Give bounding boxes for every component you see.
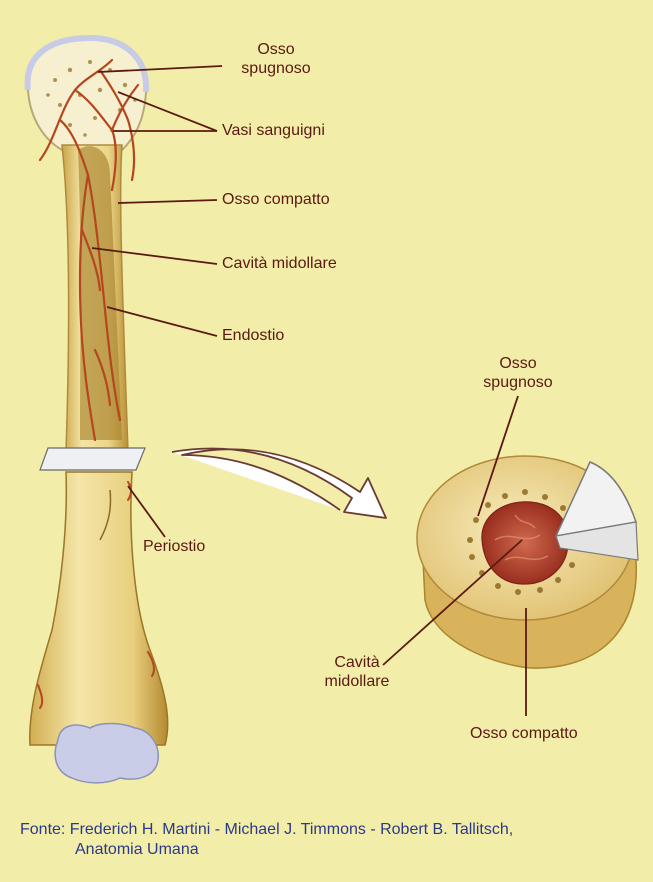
- leader-lines: [91, 65, 527, 716]
- zoom-arrow: [171, 447, 387, 519]
- label-periostio: Periostio: [143, 538, 206, 555]
- leader-cavita-midollare-bottom: [382, 539, 523, 666]
- label-osso-spugnoso-right-line2: spugnoso: [483, 374, 553, 391]
- label-cavita-midollare-bottom: Cavità midollare: [312, 653, 402, 691]
- label-osso-compatto-bottom: Osso compatto: [470, 725, 578, 742]
- leader-cavita-midollare-top: [91, 247, 218, 265]
- caption-line1: Fonte: Frederich H. Martini - Michael J.…: [20, 821, 514, 838]
- bone-cross-section: [416, 455, 639, 669]
- leader-osso-compatto-top: [117, 199, 218, 204]
- label-vasi-sanguigni: Vasi sanguigni: [222, 122, 325, 139]
- label-osso-spugnoso-right: Osso spugnoso: [480, 354, 556, 392]
- label-osso-spugnoso-top-line1: Osso: [257, 41, 295, 58]
- leader-osso-spugnoso-right: [477, 395, 519, 517]
- leader-endostio: [106, 306, 218, 337]
- label-cavita-midollare-top: Cavità midollare: [222, 255, 337, 272]
- leader-periostio: [127, 485, 166, 538]
- label-endostio: Endostio: [222, 327, 285, 344]
- label-osso-spugnoso-right-line1: Osso: [499, 355, 537, 372]
- upper-bone-section: [24, 34, 150, 471]
- lower-bone: [29, 471, 169, 784]
- leader-osso-spugnoso-top: [97, 65, 223, 73]
- label-cavita-midollare-bottom-line1: Cavità: [334, 654, 380, 671]
- label-osso-spugnoso-top-line2: spugnoso: [241, 60, 311, 77]
- label-osso-compatto-top: Osso compatto: [222, 191, 330, 208]
- label-cavita-midollare-bottom-line2: midollare: [324, 673, 390, 690]
- leader-vasi-sanguigni-a: [117, 91, 218, 132]
- caption-line2: Anatomia Umana: [75, 841, 199, 858]
- source-caption: Fonte: Frederich H. Martini - Michael J.…: [20, 820, 513, 860]
- label-osso-spugnoso-top: Osso spugnoso: [238, 40, 314, 78]
